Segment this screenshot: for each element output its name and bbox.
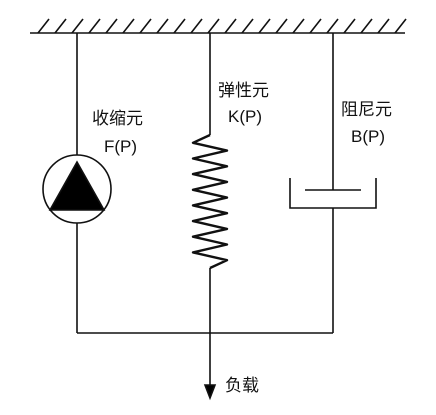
load-arrow-head bbox=[203, 384, 217, 401]
hatch-mark bbox=[241, 18, 254, 34]
hatch-mark bbox=[37, 18, 50, 34]
hatch-mark bbox=[360, 18, 373, 34]
hatch-mark bbox=[88, 18, 101, 34]
hatch-mark bbox=[190, 18, 203, 34]
contractile-triangle-icon bbox=[48, 160, 106, 211]
hatch-mark bbox=[326, 18, 339, 34]
hatch-mark bbox=[105, 18, 118, 34]
hatch-mark bbox=[224, 18, 237, 34]
hatch-mark bbox=[394, 18, 407, 34]
hatch-mark bbox=[309, 18, 322, 34]
damping-branch bbox=[289, 33, 377, 333]
support-hatching bbox=[37, 18, 407, 34]
elastic-name-label: 弹性元 bbox=[218, 81, 269, 100]
damping-name-label: 阻尼元 bbox=[341, 100, 392, 119]
hatch-mark bbox=[71, 18, 84, 34]
hatch-mark bbox=[122, 18, 135, 34]
fixed-support bbox=[30, 18, 407, 34]
hatch-mark bbox=[275, 18, 288, 34]
hatch-mark bbox=[258, 18, 271, 34]
elastic-branch bbox=[191, 33, 229, 401]
hatch-mark bbox=[173, 18, 186, 34]
hatch-mark bbox=[139, 18, 152, 34]
contractile-symbol-label: F(P) bbox=[104, 137, 138, 156]
load-label: 负载 bbox=[225, 376, 259, 395]
hatch-mark bbox=[292, 18, 305, 34]
hatch-mark bbox=[156, 18, 169, 34]
hatch-mark bbox=[343, 18, 356, 34]
contractile-name-label: 收缩元 bbox=[92, 109, 143, 128]
hatch-mark bbox=[377, 18, 390, 34]
spring-coil-icon bbox=[191, 133, 229, 270]
hatch-mark bbox=[54, 18, 67, 34]
damping-symbol-label: B(P) bbox=[351, 127, 385, 146]
contractile-branch bbox=[42, 33, 112, 333]
hatch-mark bbox=[207, 18, 220, 34]
elastic-symbol-label: K(P) bbox=[228, 107, 262, 126]
